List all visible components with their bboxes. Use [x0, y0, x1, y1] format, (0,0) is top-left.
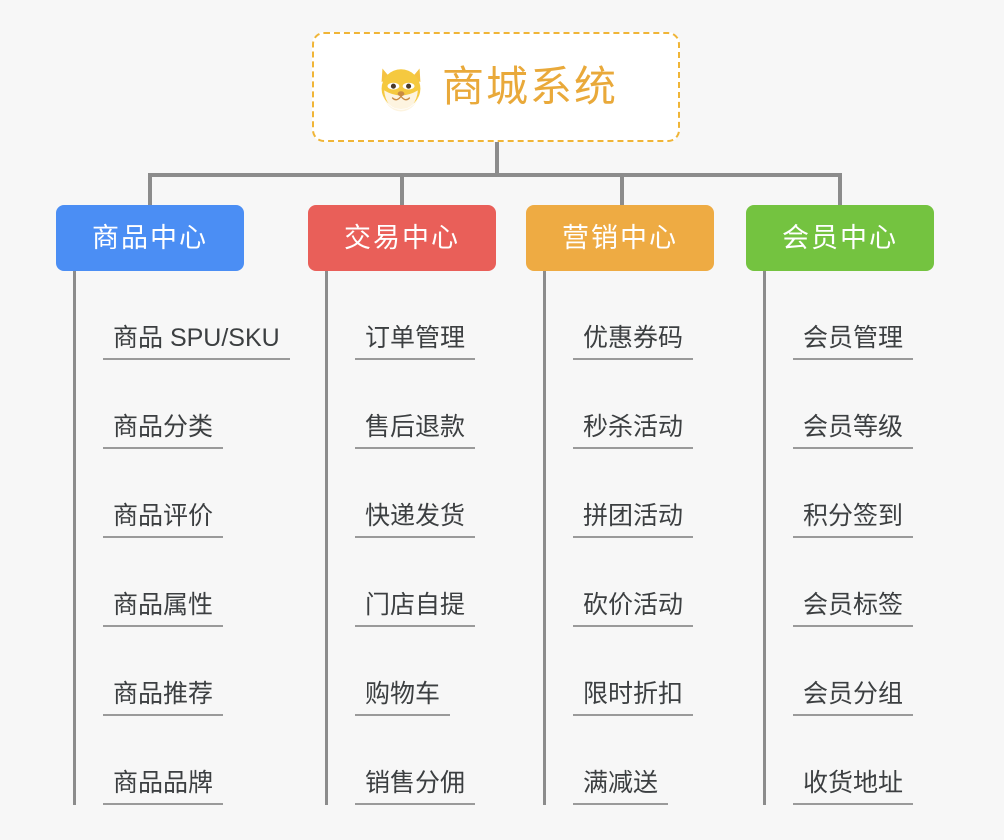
- leaf-label: 商品品牌: [113, 768, 214, 797]
- leaf-underline: 会员分组: [793, 679, 914, 716]
- connector-drop-4: [838, 173, 842, 206]
- category-box-1[interactable]: 交易中心: [308, 205, 496, 271]
- connector-horizontal-bus: [148, 173, 842, 177]
- leaf-item[interactable]: 会员分组: [763, 627, 914, 716]
- leaf-underline: 商品 SPU/SKU: [103, 323, 290, 360]
- root-title: 商城系统: [441, 63, 618, 110]
- leaf-underline: 门店自提: [355, 590, 476, 627]
- leaf-label: 秒杀活动: [583, 412, 684, 441]
- leaf-item[interactable]: 限时折扣: [543, 627, 694, 716]
- leaf-underline: 会员等级: [793, 412, 914, 449]
- leaf-label: 售后退款: [365, 412, 466, 441]
- leaf-item[interactable]: 商品分类: [73, 360, 224, 449]
- leaf-item[interactable]: 积分签到: [763, 449, 914, 538]
- leaf-underline: 商品分类: [103, 412, 224, 449]
- connector-root-stem: [495, 142, 499, 176]
- leaf-underline: 销售分佣: [355, 768, 476, 805]
- category-label-0: 商品中心: [92, 222, 208, 253]
- leaf-underline: 拼团活动: [573, 501, 694, 538]
- leaf-label: 会员分组: [803, 679, 904, 708]
- leaf-item[interactable]: 会员等级: [763, 360, 914, 449]
- leaf-underline: 收货地址: [793, 768, 914, 805]
- leaf-item[interactable]: 满减送: [543, 716, 669, 805]
- leaf-item[interactable]: 拼团活动: [543, 449, 694, 538]
- category-label-3: 会员中心: [782, 222, 898, 253]
- leaf-item[interactable]: 购物车: [325, 627, 451, 716]
- leaf-item[interactable]: 砍价活动: [543, 538, 694, 627]
- leaf-item[interactable]: 门店自提: [325, 538, 476, 627]
- leaf-underline: 购物车: [355, 679, 451, 716]
- connector-drop-2: [400, 173, 404, 206]
- leaf-item[interactable]: 商品品牌: [73, 716, 224, 805]
- leaf-label: 会员管理: [803, 323, 904, 352]
- leaf-item[interactable]: 收货地址: [763, 716, 914, 805]
- leaf-label: 拼团活动: [583, 501, 684, 530]
- leaf-label: 优惠券码: [583, 323, 684, 352]
- leaf-item[interactable]: 售后退款: [325, 360, 476, 449]
- leaf-label: 商品评价: [113, 501, 214, 530]
- leaf-item[interactable]: 订单管理: [325, 271, 476, 360]
- leaf-item[interactable]: 会员管理: [763, 271, 914, 360]
- category-label-1: 交易中心: [344, 222, 460, 253]
- leaf-underline: 商品品牌: [103, 768, 224, 805]
- shiba-dog-face-icon: [381, 68, 421, 112]
- leaf-label: 销售分佣: [365, 768, 466, 797]
- leaf-label: 商品属性: [113, 590, 214, 619]
- category-box-2[interactable]: 营销中心: [526, 205, 714, 271]
- leaf-underline: 售后退款: [355, 412, 476, 449]
- leaf-label: 会员等级: [803, 412, 904, 441]
- leaf-label: 订单管理: [365, 323, 466, 352]
- branch-trunk-1: [325, 271, 328, 805]
- leaf-label: 限时折扣: [583, 679, 684, 708]
- branch-trunk-2: [543, 271, 546, 805]
- leaf-underline: 商品属性: [103, 590, 224, 627]
- leaf-item[interactable]: 商品评价: [73, 449, 224, 538]
- leaf-underline: 砍价活动: [573, 590, 694, 627]
- leaf-underline: 会员标签: [793, 590, 914, 627]
- leaf-underline: 满减送: [573, 768, 669, 805]
- connector-drop-3: [620, 173, 624, 206]
- leaf-label: 收货地址: [803, 768, 904, 797]
- leaf-underline: 商品推荐: [103, 679, 224, 716]
- leaf-item[interactable]: 快递发货: [325, 449, 476, 538]
- category-box-3[interactable]: 会员中心: [746, 205, 934, 271]
- leaf-underline: 会员管理: [793, 323, 914, 360]
- leaf-underline: 商品评价: [103, 501, 224, 538]
- leaf-label: 门店自提: [365, 590, 466, 619]
- leaf-label: 快递发货: [365, 501, 466, 530]
- leaf-item[interactable]: 商品 SPU/SKU: [73, 271, 290, 360]
- leaf-item[interactable]: 销售分佣: [325, 716, 476, 805]
- leaf-item[interactable]: 秒杀活动: [543, 360, 694, 449]
- category-label-2: 营销中心: [562, 222, 678, 253]
- leaf-underline: 秒杀活动: [573, 412, 694, 449]
- leaf-underline: 优惠券码: [573, 323, 694, 360]
- leaf-label: 商品分类: [113, 412, 214, 441]
- leaf-label: 满减送: [583, 768, 659, 797]
- category-box-0[interactable]: 商品中心: [56, 205, 244, 271]
- leaf-label: 购物车: [365, 679, 441, 708]
- leaf-item[interactable]: 会员标签: [763, 538, 914, 627]
- leaf-label: 砍价活动: [583, 590, 684, 619]
- leaf-label: 商品推荐: [113, 679, 214, 708]
- leaf-underline: 订单管理: [355, 323, 476, 360]
- leaf-label: 积分签到: [803, 501, 904, 530]
- leaf-underline: 快递发货: [355, 501, 476, 538]
- leaf-item[interactable]: 优惠券码: [543, 271, 694, 360]
- root-node[interactable]: 商城系统: [312, 32, 680, 142]
- leaf-item[interactable]: 商品属性: [73, 538, 224, 627]
- leaf-label: 商品 SPU/SKU: [113, 323, 280, 352]
- leaf-label: 会员标签: [803, 590, 904, 619]
- branch-trunk-3: [763, 271, 766, 805]
- leaf-underline: 积分签到: [793, 501, 914, 538]
- connector-drop-1: [148, 173, 152, 206]
- leaf-item[interactable]: 商品推荐: [73, 627, 224, 716]
- leaf-underline: 限时折扣: [573, 679, 694, 716]
- branch-trunk-0: [73, 271, 76, 805]
